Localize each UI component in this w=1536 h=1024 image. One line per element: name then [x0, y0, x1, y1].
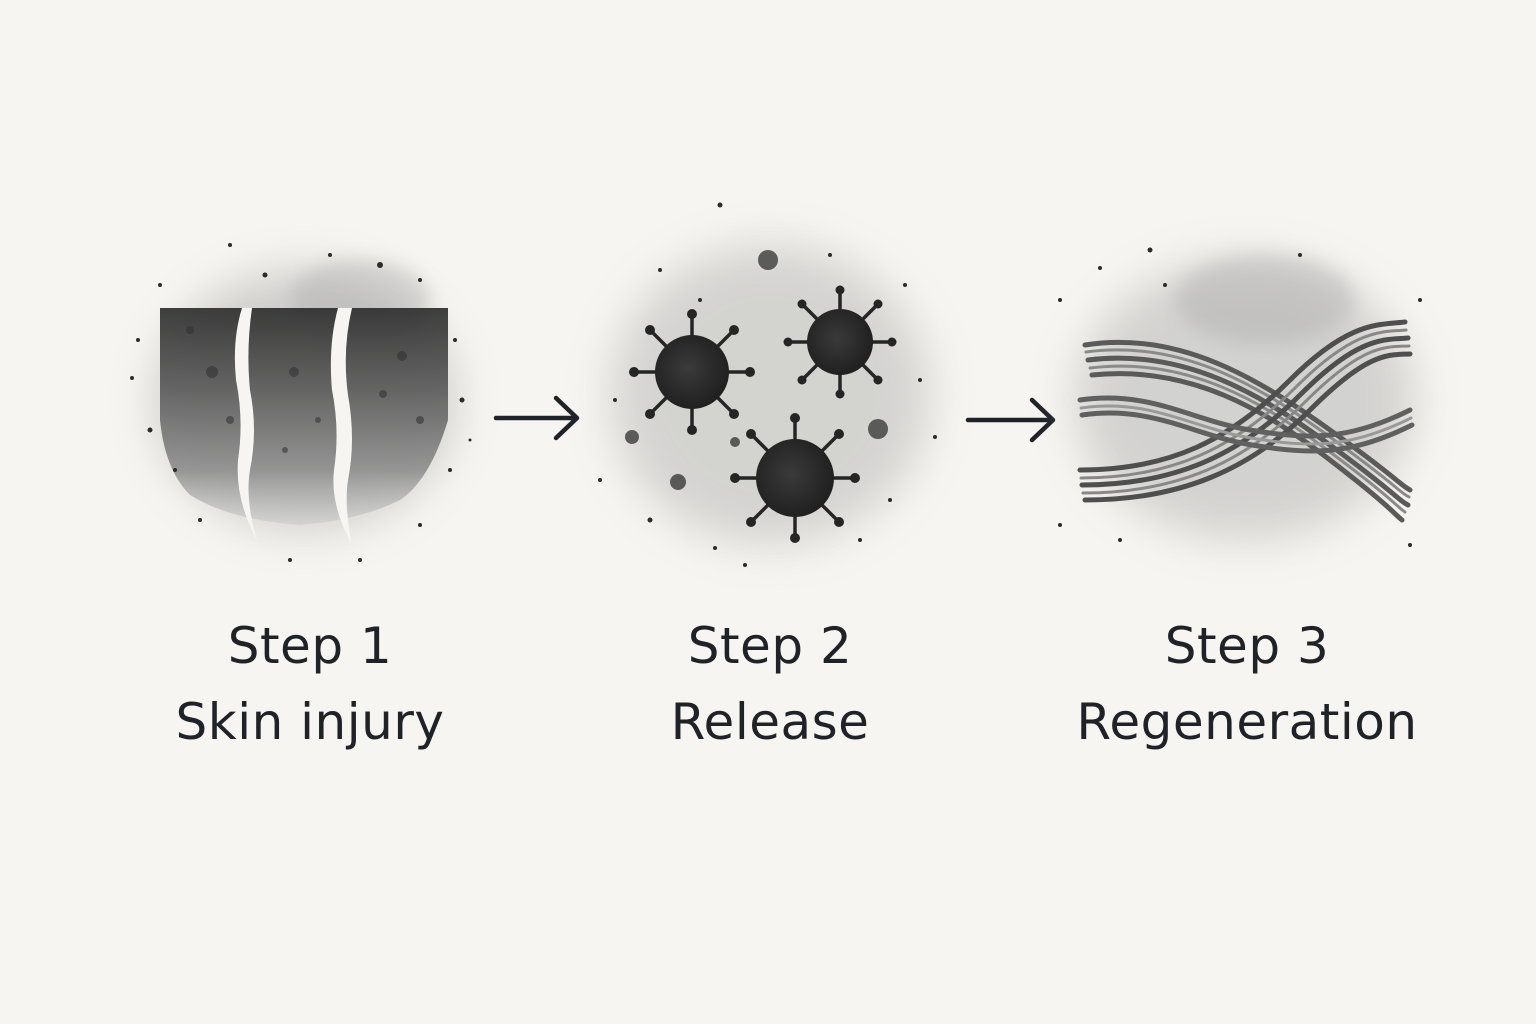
arrow-right-icon	[493, 395, 580, 441]
step-caption: Regeneration	[1076, 693, 1418, 751]
step-1-label: Step 1 Skin injury	[100, 616, 520, 752]
step-title: Step 1	[227, 617, 393, 675]
step-3-label: Step 3 Regeneration	[1037, 616, 1457, 752]
particle-release-icon	[598, 202, 937, 567]
step-caption: Skin injury	[175, 693, 445, 751]
arrow-right-icon	[965, 397, 1056, 443]
fiber-bundle-icon	[1058, 247, 1422, 547]
skin-crack-icon	[130, 243, 472, 562]
step-title: Step 2	[687, 617, 853, 675]
step-caption: Release	[670, 693, 870, 751]
step-2-label: Step 2 Release	[560, 616, 980, 752]
step-title: Step 3	[1164, 617, 1330, 675]
